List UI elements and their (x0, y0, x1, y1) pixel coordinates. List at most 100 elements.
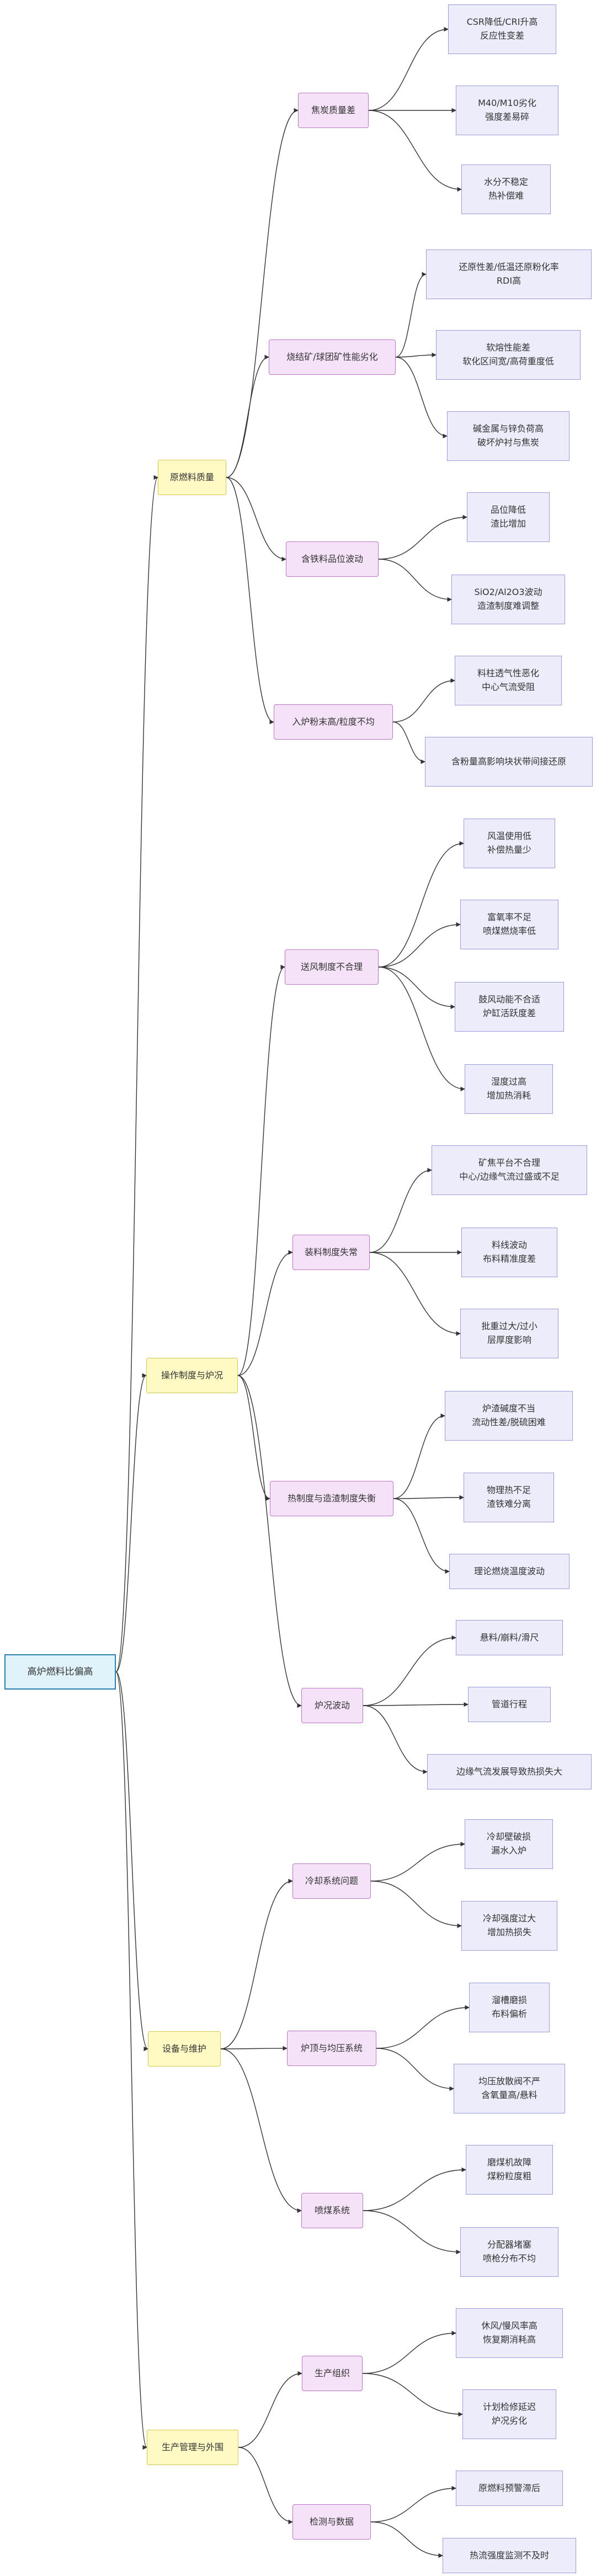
root-node: 高炉燃料比偏高 (4, 1654, 116, 1690)
connector-category-cause (220, 2048, 302, 2213)
cause-charging: 装料制度失常 (292, 1235, 370, 1270)
detail-material-warning: 原燃料预警滞后 (456, 2471, 563, 2506)
detail-chute-wear: 溜槽磨损 布料偏析 (469, 1983, 550, 2032)
connector-cause-detail (378, 966, 455, 1010)
detail-channeling: 管道行程 (468, 1687, 551, 1722)
detail-cooling-intensity: 冷却强度过大 增加热损失 (461, 1901, 557, 1951)
connector-cause-detail (393, 1498, 450, 1574)
connector-root-category (115, 1373, 147, 1672)
connector-cause-detail (378, 922, 461, 968)
cause-sinter-pellet: 烧结矿/球团矿性能劣化 (269, 339, 396, 375)
connector-cause-detail (395, 352, 437, 358)
detail-stave-damage: 冷却壁破损 漏水入炉 (465, 1819, 553, 1869)
connector-category-cause (226, 477, 274, 725)
cause-production-org: 生产组织 (302, 2356, 363, 2391)
detail-oxygen: 富氧率不足 喷煤燃烧率低 (460, 900, 558, 949)
connector-cause-detail (378, 559, 452, 602)
connector-cause-detail (395, 357, 448, 439)
connector-category-cause (238, 2447, 293, 2525)
connector-cause-detail (378, 841, 464, 968)
cause-furnace-fluctuation: 炉况波动 (301, 1688, 363, 1723)
connector-cause-detail (363, 1702, 469, 1707)
cause-coke-quality: 焦炭质量差 (298, 93, 369, 128)
detail-sio2-al2o3: SiO2/Al2O3波动 造渣制度难调整 (451, 575, 565, 624)
connector-cause-detail (370, 2521, 443, 2558)
detail-reducibility: 还原性差/低温还原粉化率 RDI高 (426, 249, 592, 299)
cause-coal-injection: 喷煤系统 (301, 2193, 363, 2228)
connector-cause-detail (363, 1705, 428, 1775)
detail-heat-flux: 热流强度监测不及时 (443, 2538, 576, 2573)
connector-cause-detail (363, 2167, 466, 2211)
detail-moisture: 水分不稳定 热补偿难 (461, 164, 551, 214)
connector-category-cause (220, 2046, 288, 2051)
connector-cause-detail (370, 1881, 462, 1929)
category-management: 生产管理与外围 (147, 2430, 238, 2465)
detail-grade-drop: 品位降低 渣比增加 (467, 492, 550, 542)
connector-cause-detail (368, 26, 449, 111)
cause-top-equalizing: 炉顶与均压系统 (287, 2031, 376, 2066)
connector-cause-detail (392, 678, 455, 723)
connector-cause-detail (392, 721, 425, 764)
cause-fines: 入炉粉末高/粒度不均 (274, 704, 393, 740)
detail-stockline: 料线波动 布料精准度差 (461, 1228, 557, 1277)
category-raw-materials: 原燃料质量 (158, 460, 226, 495)
detail-physical-heat: 物理热不足 渣铁难分离 (464, 1473, 554, 1522)
detail-slag-basicity: 炉渣碱度不当 流动性差/脱硫困难 (445, 1391, 573, 1441)
detail-csr-cri: CSR降低/CRI升高 反应性变差 (448, 4, 556, 54)
connector-cause-detail (393, 1413, 445, 1499)
connector-cause-detail (370, 2485, 456, 2522)
connector-cause-detail (376, 2005, 470, 2049)
connector-category-cause (237, 1250, 293, 1376)
connector-root-category (115, 1671, 147, 2450)
connector-cause-detail (368, 110, 462, 192)
connector-cause-detail (376, 2048, 454, 2091)
detail-humidity: 湿度过高 增加热消耗 (465, 1064, 553, 1114)
connector-category-cause (238, 2371, 302, 2448)
detail-valve-leak: 均压放散阀不严 含氧量高/悬料 (454, 2064, 565, 2113)
connector-root-category (115, 1671, 148, 2052)
connector-category-cause (237, 964, 285, 1376)
connector-cause-detail (363, 2210, 461, 2255)
detail-hanging-slip: 悬料/崩料/滑尺 (456, 1620, 563, 1655)
cause-thermal-slag: 热制度与造渣制度失衡 (270, 1481, 393, 1516)
connector-category-cause (226, 354, 269, 478)
detail-maintenance-delay: 计划检修延迟 炉况劣化 (462, 2389, 556, 2439)
category-equipment: 设备与维护 (148, 2031, 221, 2067)
detail-blast-temp: 风温使用低 补偿热量少 (464, 819, 555, 868)
detail-mill-fault: 磨煤机故障 煤粉粒度粗 (466, 2145, 553, 2195)
cause-cooling: 冷却系统问题 (292, 1863, 371, 1899)
detail-distributor: 分配器堵塞 喷枪分布不均 (460, 2227, 558, 2277)
connector-category-cause (226, 108, 299, 478)
connector-cause-detail (393, 1495, 464, 1500)
connector-root-category (115, 475, 158, 1672)
cause-detection-data: 检测与数据 (292, 2504, 371, 2540)
detail-flame-temp: 理论燃烧温度波动 (449, 1554, 570, 1589)
connector-cause-detail (378, 514, 467, 560)
connector-cause-detail (395, 272, 427, 358)
connector-cause-detail (363, 1635, 456, 1706)
cause-iron-grade: 含铁料品位波动 (286, 541, 379, 577)
detail-permeability: 料柱透气性恶化 中心气流受阻 (455, 656, 562, 705)
connector-cause-detail (362, 2373, 463, 2417)
connector-category-cause (220, 1878, 293, 2049)
detail-m40-m10: M40/M10劣化 强度差易碎 (456, 86, 558, 135)
connector-cause-detail (378, 966, 465, 1092)
detail-softening: 软熔性能差 软化区间宽/高荷重度低 (436, 330, 581, 380)
connector-cause-detail (370, 1841, 465, 1882)
detail-edge-flow: 边缘气流发展导致热损失大 (427, 1754, 592, 1789)
detail-fines-reduction: 含粉量高影响块状带间接还原 (425, 737, 593, 787)
connector-cause-detail (369, 1167, 432, 1253)
connector-cause-detail (369, 1252, 461, 1336)
detail-alkali-zinc: 碱金属与锌负荷高 破坏炉衬与焦炭 (447, 411, 570, 461)
connector-category-cause (237, 1375, 270, 1501)
connector-category-cause (226, 477, 286, 562)
detail-kinetic-energy: 鼓风动能不合适 炉缸活跃度差 (455, 982, 564, 1032)
cause-blast-regime: 送风制度不合理 (285, 949, 379, 985)
connector-cause-detail (362, 2330, 456, 2374)
category-operation: 操作制度与炉况 (146, 1358, 238, 1393)
detail-ore-coke-platform: 矿焦平台不合理 中心/边缘气流过盛或不足 (432, 1145, 587, 1195)
detail-batch-weight: 批重过大/过小 层厚度影响 (460, 1309, 558, 1358)
connector-category-cause (237, 1375, 302, 1708)
